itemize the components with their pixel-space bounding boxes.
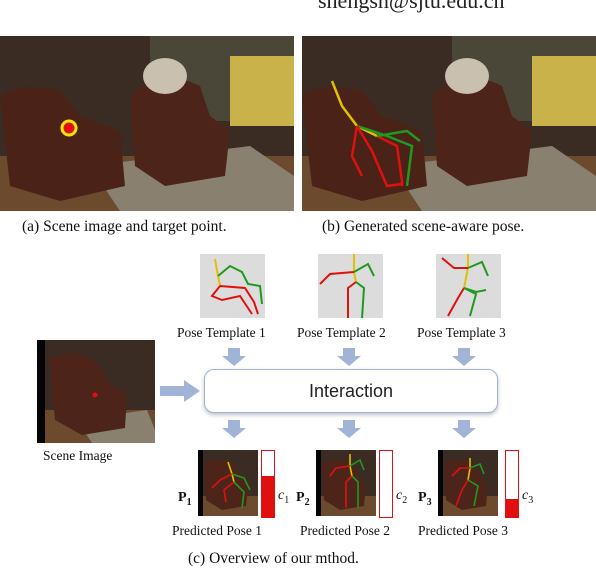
pose-template-3-image [436, 254, 501, 318]
prediction-1-confidence-bar [261, 450, 275, 518]
prediction-2-label: Predicted Pose 2 [300, 523, 390, 538]
prediction-3-confidence-bar [505, 450, 519, 518]
prediction-1-confidence-fill [262, 476, 274, 517]
prediction-3-c-label: c3 [522, 488, 534, 506]
prediction-2-confidence-bar [379, 450, 393, 518]
caption-b: (b) Generated scene-aware pose. [322, 218, 525, 235]
pose-template-2-label: Pose Template 2 [297, 325, 386, 340]
caption-c: (c) Overview of our mthod. [188, 550, 359, 567]
interaction-module: Interaction [204, 369, 498, 413]
arrow-scene-to-interaction [160, 380, 200, 402]
prediction-2-c-label: c2 [396, 488, 408, 506]
prediction-1-image [198, 450, 258, 516]
pose-template-2-image [318, 254, 383, 319]
scene-image-label: Scene Image [43, 448, 113, 463]
prediction-1-label: Predicted Pose 1 [172, 523, 262, 538]
pose-skeleton-overlay [330, 80, 421, 188]
prediction-3-image [438, 450, 498, 516]
scene-image-thumbnail [37, 340, 155, 443]
prediction-3-confidence-fill [506, 498, 518, 517]
prediction-1-c-label: c1 [278, 488, 290, 506]
prediction-3-label: Predicted Pose 3 [418, 523, 508, 538]
pose-template-3-label: Pose Template 3 [417, 325, 506, 340]
prediction-1-p-label: P1 [178, 490, 192, 508]
prediction-3-p-label: P3 [418, 490, 432, 508]
prediction-2-p-label: P2 [296, 490, 310, 508]
pose-template-1-label: Pose Template 1 [177, 325, 266, 340]
target-point-marker [60, 119, 78, 137]
header-email: shengsh@sjtu.edu.cn [318, 0, 505, 13]
prediction-2-image [316, 450, 376, 516]
caption-a: (a) Scene image and target point. [22, 218, 227, 235]
pose-template-1-image [200, 254, 265, 318]
scene-photo-b [302, 36, 596, 211]
arrows-templates-to-interaction [222, 348, 476, 366]
arrows-interaction-to-predictions [222, 420, 476, 438]
scene-photo-a [0, 36, 294, 211]
